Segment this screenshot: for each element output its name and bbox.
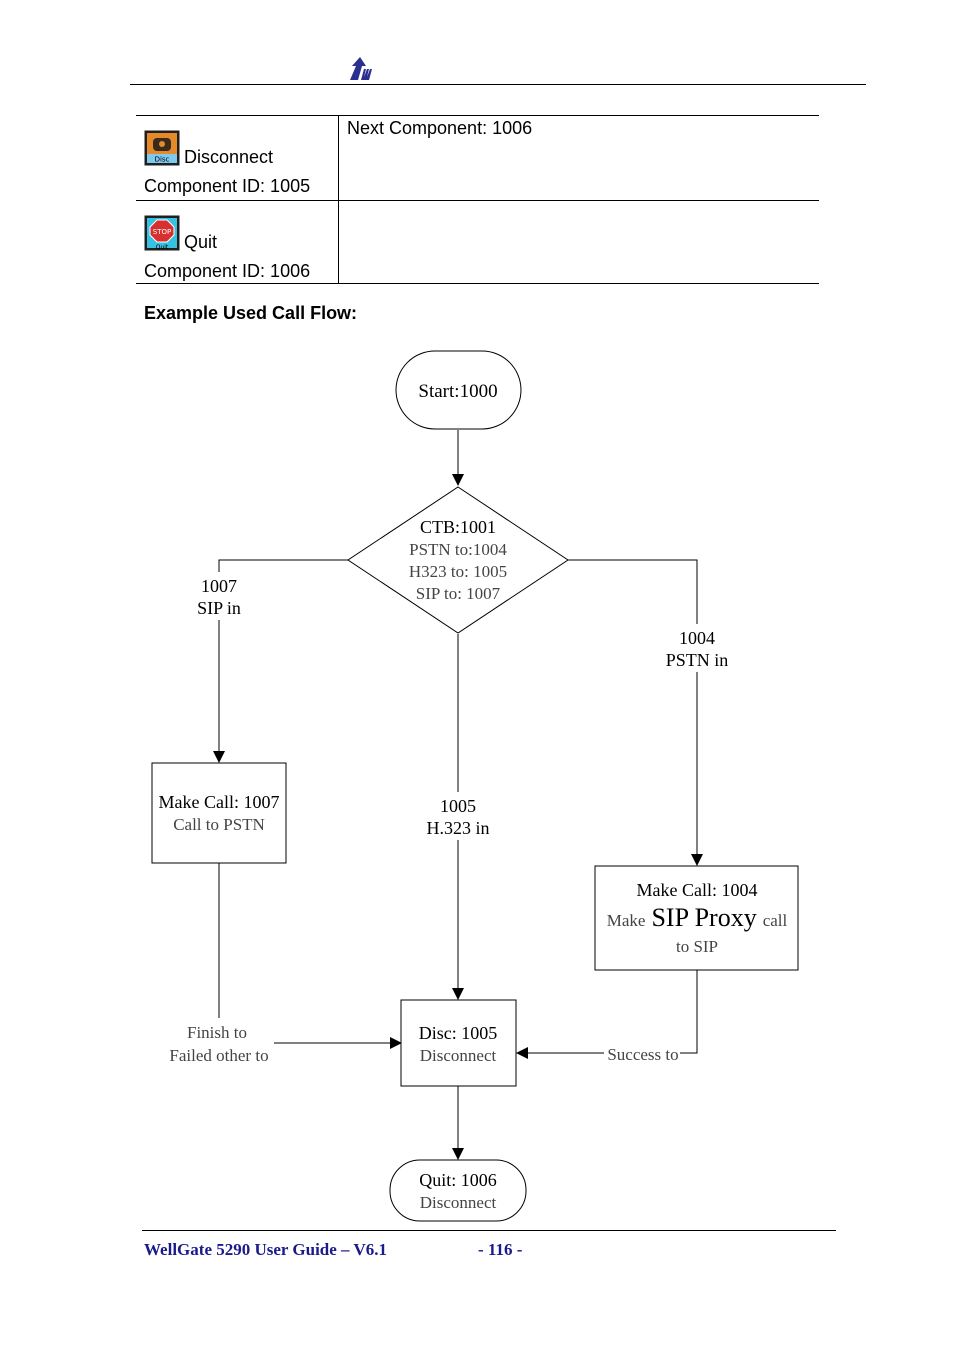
make-call-1004-line: Make SIP Proxy call <box>607 903 788 932</box>
finish-label: Finish to <box>187 1023 247 1042</box>
success-label: Success to <box>607 1045 678 1064</box>
component-cell: Disc Disconnect Component ID: 1005 <box>136 115 339 201</box>
connector-ctb-1007 <box>213 559 348 763</box>
finish-label: Failed other to <box>169 1046 268 1065</box>
disc-node <box>400 999 517 1087</box>
svg-text:Quit: Quit <box>156 244 169 251</box>
edge-label: H.323 in <box>427 818 490 838</box>
footer-title: WellGate 5290 User Guide – V6.1 <box>144 1240 388 1259</box>
connector-1004-disc <box>516 970 698 1059</box>
next-component-text: Next Component: 1006 <box>347 118 533 138</box>
make-call-1007-title: Make Call: 1007 <box>159 792 280 812</box>
start-node <box>395 350 522 430</box>
ctb-line: H323 to: 1005 <box>409 562 507 581</box>
edge-label: SIP in <box>197 598 241 618</box>
make-call-1007-sub: Call to PSTN <box>173 815 265 834</box>
svg-text:Disc: Disc <box>155 156 170 164</box>
disc-sub: Disconnect <box>420 1046 497 1065</box>
connector-ctb-1004 <box>568 559 703 866</box>
company-logo-icon <box>350 57 372 80</box>
ctb-line: PSTN to:1004 <box>409 540 507 559</box>
edge-label: 1004 <box>679 628 715 648</box>
edge-label: PSTN in <box>666 650 729 670</box>
svg-text:STOP: STOP <box>153 228 171 236</box>
component-name: Quit <box>184 232 218 252</box>
edge-label: 1005 <box>440 796 476 816</box>
make-call-1004-title: Make Call: 1004 <box>637 880 758 900</box>
component-name: Disconnect <box>184 147 274 167</box>
table-row: STOP Quit Quit Component ID: 1006 <box>136 200 819 284</box>
next-component-cell <box>338 200 819 284</box>
component-table: Disc Disconnect Component ID: 1005 Next … <box>136 115 819 284</box>
quit-node <box>389 1159 527 1222</box>
header-rule <box>130 84 866 85</box>
make-call-1004-big: SIP Proxy <box>651 903 756 932</box>
disconnect-icon: Disc <box>144 130 180 166</box>
stop-quit-icon: STOP Quit <box>144 215 180 251</box>
start-node-label: Start:1000 <box>418 381 497 402</box>
quit-title: Quit: 1006 <box>419 1170 497 1190</box>
component-id: Component ID: 1006 <box>144 261 311 281</box>
footer-rule <box>142 1230 836 1231</box>
next-component-cell: Next Component: 1006 <box>338 115 819 201</box>
page-number: - 116 - <box>478 1240 523 1259</box>
ctb-title: CTB:1001 <box>420 517 496 537</box>
make-call-1004-make: Make <box>607 911 646 930</box>
component-id: Component ID: 1005 <box>144 176 311 196</box>
ctb-decision-node <box>347 486 569 634</box>
table-row: Disc Disconnect Component ID: 1005 Next … <box>136 115 819 201</box>
section-title: Example Used Call Flow: <box>144 303 358 323</box>
make-call-1007-node <box>151 762 287 864</box>
make-call-1004-node <box>594 865 799 971</box>
make-call-1004-call: call <box>763 911 788 930</box>
edge-label: 1007 <box>201 576 237 596</box>
ctb-line: SIP to: 1007 <box>416 584 501 603</box>
component-cell: STOP Quit Quit Component ID: 1006 <box>136 200 339 284</box>
make-call-1004-sub: to SIP <box>676 937 718 956</box>
quit-sub: Disconnect <box>420 1193 497 1212</box>
disc-title: Disc: 1005 <box>419 1023 498 1043</box>
